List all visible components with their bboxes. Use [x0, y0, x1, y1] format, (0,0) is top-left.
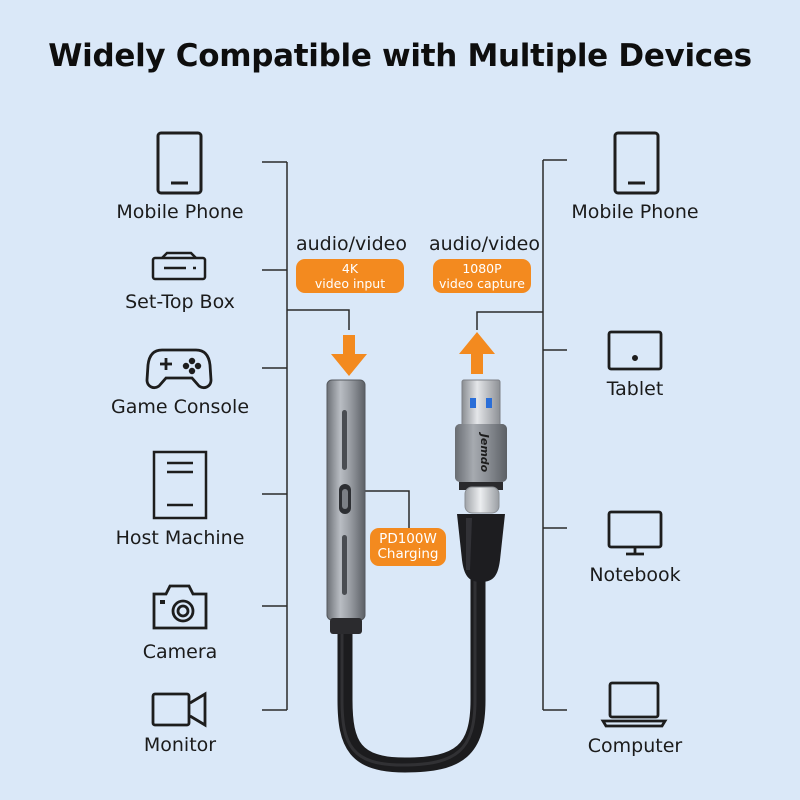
input-arrow-icon — [331, 335, 367, 376]
tablet-icon — [607, 330, 663, 371]
hub-body — [326, 379, 366, 634]
video-camera-icon — [151, 691, 207, 728]
charging-badge-line1: PD100W — [379, 531, 437, 547]
left-label-game-console: Game Console — [110, 396, 250, 418]
brand-logo: Jemdo — [478, 432, 491, 473]
left-label-set-top-box: Set-Top Box — [125, 291, 235, 313]
capture-badge-line1: 1080P — [462, 261, 502, 276]
charging-badge-line2: Charging — [377, 546, 439, 562]
left-label-monitor: Monitor — [143, 734, 217, 756]
charging-badge: PD100W Charging — [370, 528, 446, 566]
left-connector-lines — [262, 161, 350, 711]
input-badge: 4K video input — [296, 259, 404, 293]
usb-adapter: Jemdo — [455, 379, 507, 582]
left-phone-icon — [156, 131, 203, 195]
left-label-camera: Camera — [142, 641, 218, 663]
capture-badge-line2: video capture — [439, 276, 525, 291]
right-phone-icon — [613, 131, 660, 195]
right-label-mobile-phone: Mobile Phone — [571, 201, 699, 223]
capture-badge: 1080P video capture — [433, 259, 531, 293]
set-top-box-icon — [151, 251, 207, 281]
input-badge-line1: 4K — [341, 261, 359, 276]
capture-arrow-icon — [459, 332, 495, 374]
left-label-host-machine: Host Machine — [115, 527, 245, 549]
page-title: Widely Compatible with Multiple Devices — [48, 38, 752, 74]
right-connector-lines — [476, 159, 567, 711]
monitor-icon — [607, 510, 663, 556]
capture-heading: audio/video — [429, 233, 540, 255]
input-badge-line2: video input — [314, 276, 386, 291]
charging-pointer-line — [362, 490, 410, 528]
laptop-icon — [600, 681, 668, 728]
input-heading: audio/video — [296, 233, 407, 255]
right-label-notebook: Notebook — [589, 564, 681, 586]
camera-icon — [152, 584, 208, 630]
left-label-mobile-phone: Mobile Phone — [116, 201, 244, 223]
gamepad-icon — [145, 348, 213, 389]
right-label-computer: Computer — [587, 735, 683, 757]
host-machine-icon — [152, 450, 208, 520]
right-label-tablet: Tablet — [606, 378, 664, 400]
